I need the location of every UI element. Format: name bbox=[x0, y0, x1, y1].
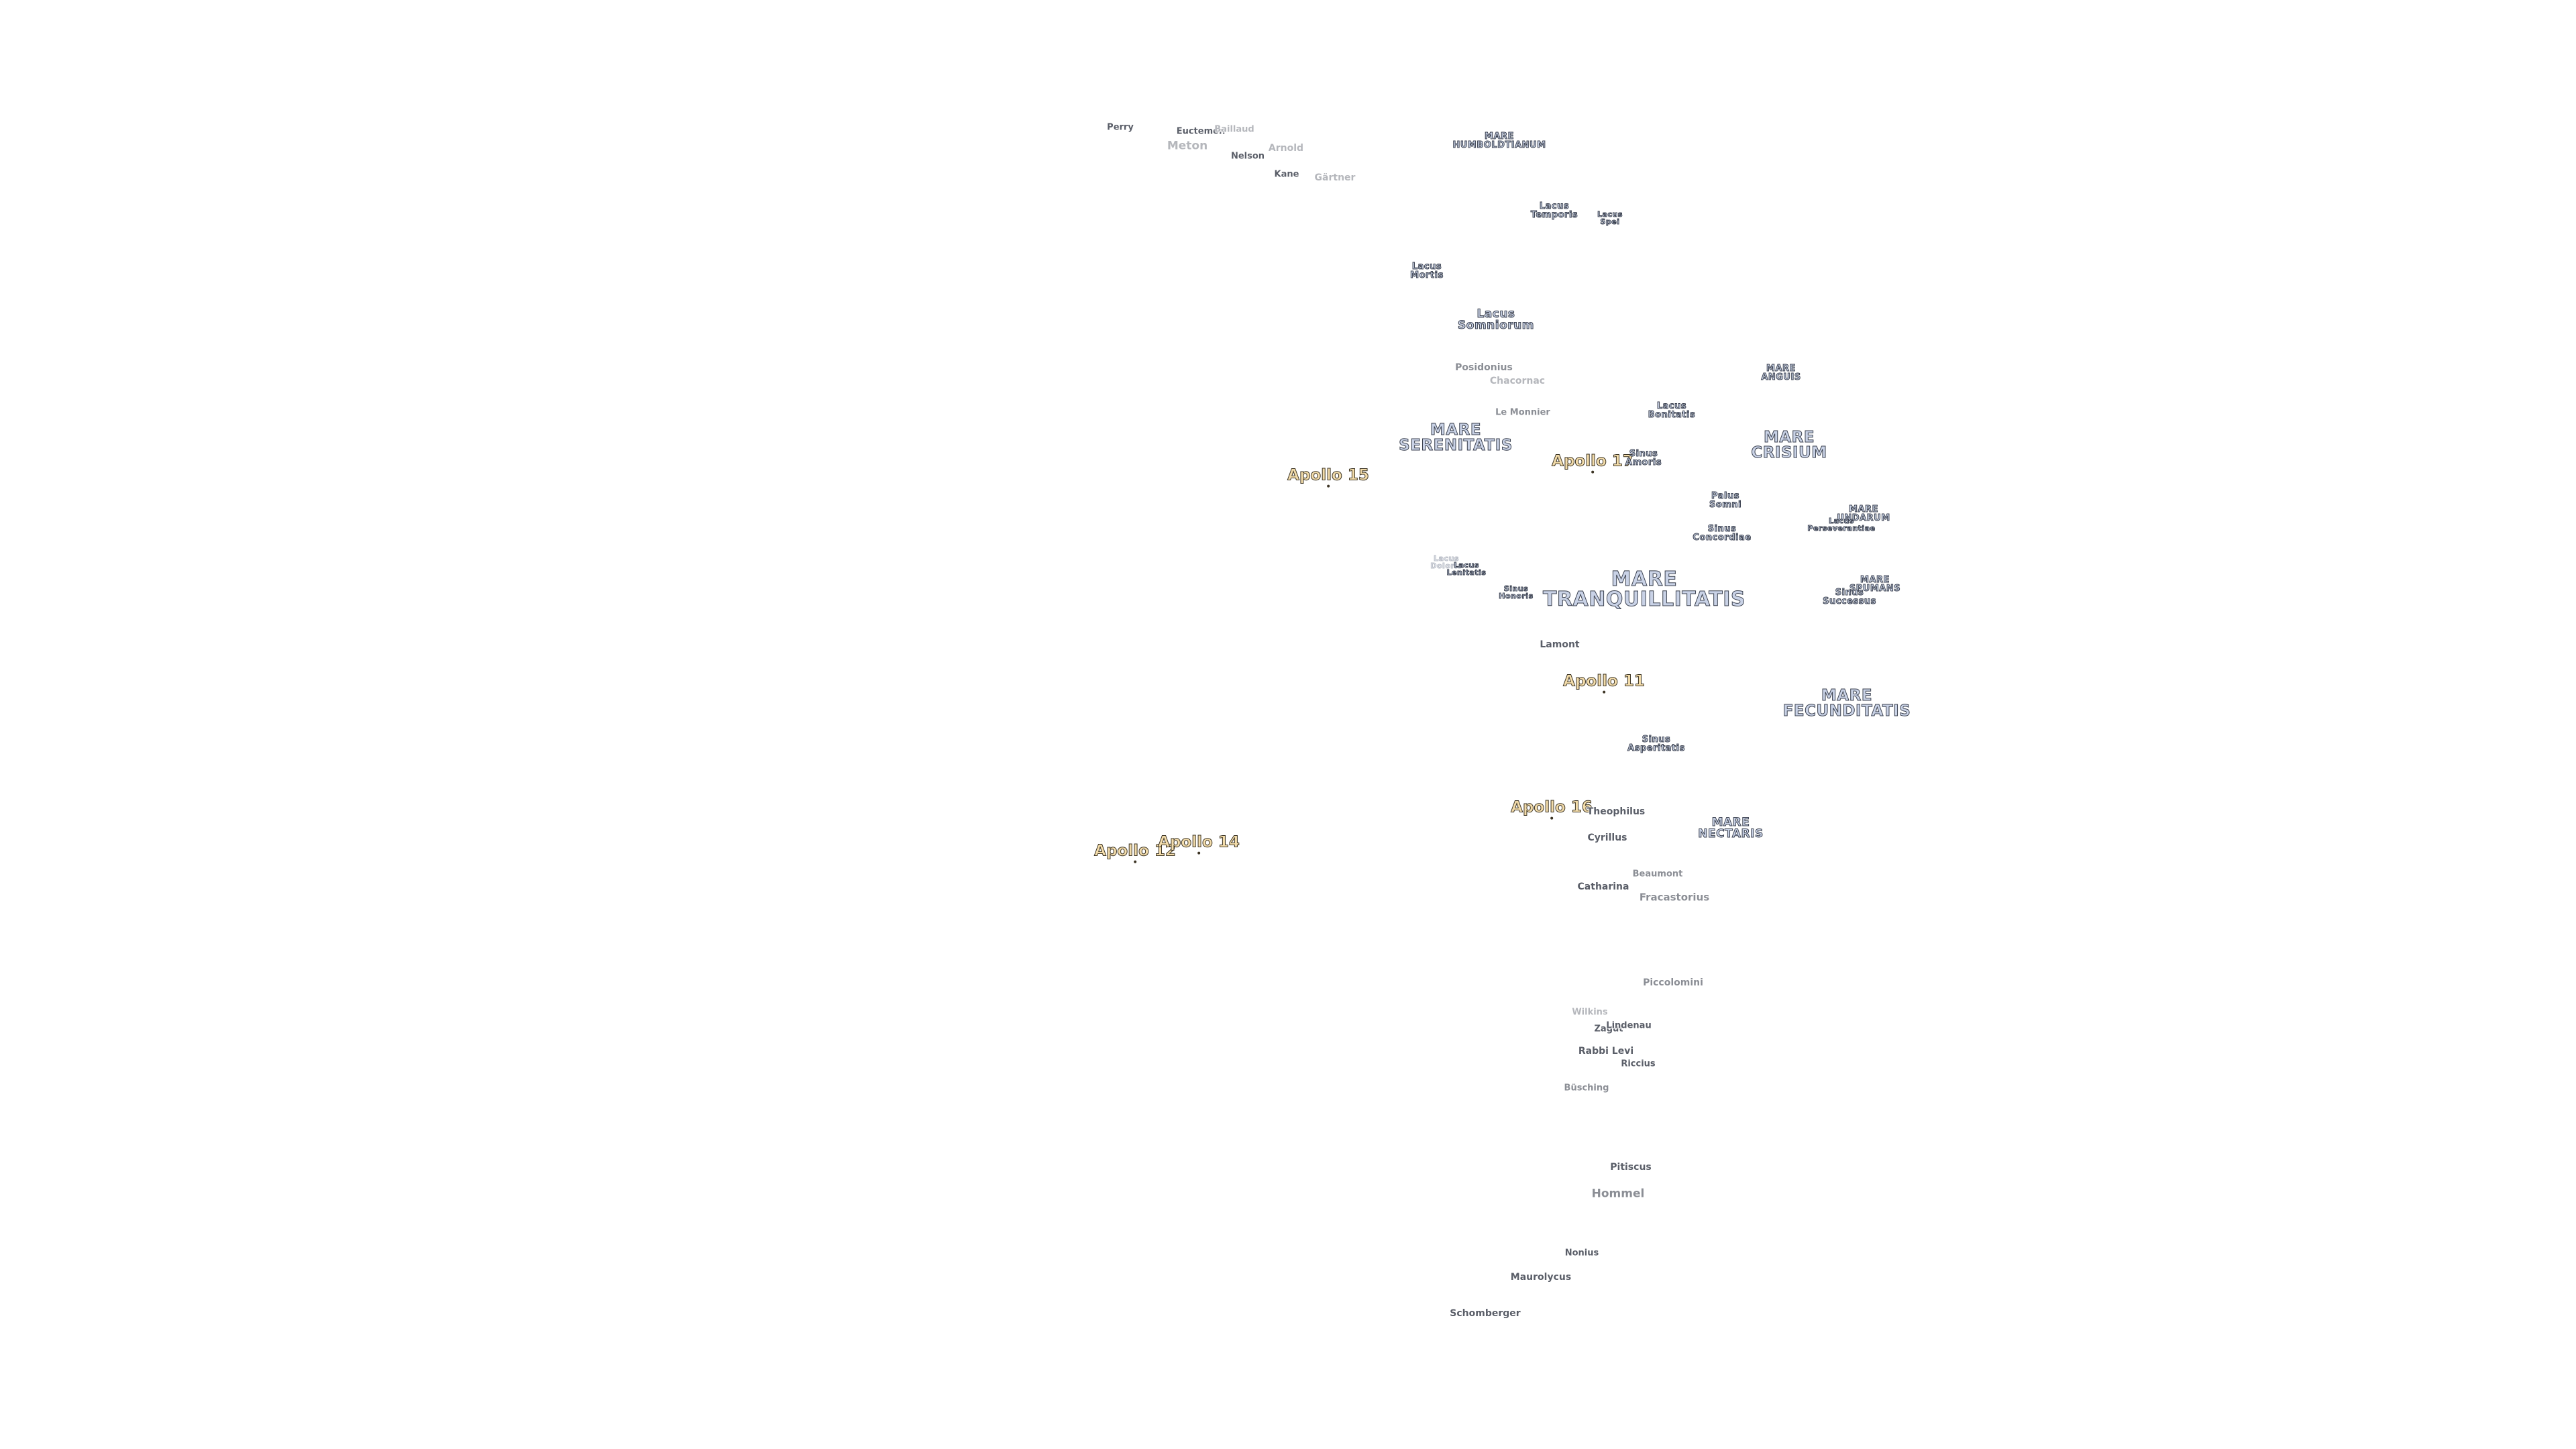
crater-label-zagut: Zagut bbox=[1594, 1024, 1623, 1034]
crater-label-posidonius: Posidonius bbox=[1455, 362, 1513, 373]
crater-label-maurolycus: Maurolycus bbox=[1510, 1272, 1572, 1283]
landing-site-marker-icon bbox=[1603, 690, 1605, 694]
mare-label-serenitatis: MARE SERENITATIS bbox=[1399, 421, 1513, 454]
crater-label-busching: Büsching bbox=[1564, 1083, 1609, 1093]
crater-label-hommel: Hommel bbox=[1591, 1187, 1645, 1201]
apollo-12-site[interactable]: Apollo 12 bbox=[1094, 843, 1176, 863]
apollo-16-site[interactable]: Apollo 16 bbox=[1511, 800, 1593, 820]
mare-label-tranquillitatis: MARE TRANQUILLITATIS bbox=[1542, 568, 1746, 611]
crater-label-kane: Kane bbox=[1274, 169, 1299, 180]
lacus-label-somniorum: Lacus Somniorum bbox=[1458, 307, 1534, 332]
crater-label-theophilus: Theophilus bbox=[1587, 806, 1646, 817]
crater-label-cyrillus: Cyrillus bbox=[1587, 833, 1627, 843]
mare-label-humboldtianum: MARE HUMBOLDTIANUM bbox=[1452, 131, 1546, 150]
apollo-17-site[interactable]: Apollo 17 bbox=[1552, 453, 1633, 474]
apollo-15-site[interactable]: Apollo 15 bbox=[1287, 468, 1369, 488]
mare-label-undarum: MARE UNDARUM bbox=[1837, 504, 1890, 523]
landing-site-marker-icon bbox=[1134, 860, 1136, 863]
lacus-label-temporis: Lacus Temporis bbox=[1530, 201, 1578, 220]
crater-label-baillaud: Baillaud bbox=[1214, 124, 1254, 135]
mare-label-fecunditatis: MARE FECUNDITATIS bbox=[1782, 687, 1911, 720]
crater-label-wilkins: Wilkins bbox=[1572, 1007, 1608, 1018]
crater-label-gartner: Gärtner bbox=[1314, 172, 1356, 183]
crater-label-nelson: Nelson bbox=[1230, 151, 1265, 162]
sinus-label-amoris: Sinus Amoris bbox=[1625, 449, 1662, 468]
mare-label-anguis: MARE ANGUIS bbox=[1761, 364, 1801, 382]
lacus-label-lenitatis: Lacus Lenitatis bbox=[1446, 561, 1487, 577]
mare-label-nectaris: MARE NECTARIS bbox=[1698, 816, 1764, 841]
crater-label-lindenau: Lindenau bbox=[1606, 1020, 1652, 1031]
crater-label-catharina: Catharina bbox=[1577, 881, 1629, 892]
crater-label-riccius: Riccius bbox=[1621, 1059, 1656, 1069]
lacus-label-doloris: Lacus Doloris bbox=[1430, 554, 1462, 570]
lacus-label-spei: Lacus Spei bbox=[1597, 210, 1623, 226]
crater-label-pitiscus: Pitiscus bbox=[1610, 1162, 1652, 1173]
crater-label-perry: Perry bbox=[1107, 122, 1134, 133]
landing-site-marker-icon bbox=[1591, 470, 1594, 474]
crater-label-schomberger: Schomberger bbox=[1450, 1308, 1521, 1319]
landing-site-marker-icon bbox=[1197, 851, 1200, 855]
lacus-label-perseverantiae: Lacus Perseverantiae bbox=[1807, 517, 1876, 533]
crater-label-chacornac: Chacornac bbox=[1489, 376, 1546, 386]
palus-label-somni: Palus Somni bbox=[1709, 491, 1742, 510]
sinus-label-honoris: Sinus Honoris bbox=[1499, 584, 1534, 600]
sinus-label-asperitatis: Sinus Asperitatis bbox=[1627, 735, 1685, 753]
crater-label-piccolomini: Piccolomini bbox=[1643, 977, 1703, 988]
crater-label-nonius: Nonius bbox=[1564, 1248, 1599, 1258]
crater-label-le-monnier: Le Monnier bbox=[1495, 407, 1550, 418]
crater-label-euctemon: Euctemon bbox=[1176, 126, 1226, 137]
landing-site-marker-icon bbox=[1550, 816, 1553, 820]
landing-site-marker-icon bbox=[1327, 484, 1330, 488]
crater-label-meton: Meton bbox=[1167, 139, 1208, 153]
mare-label-crisium: MARE CRISIUM bbox=[1751, 429, 1827, 462]
crater-label-lamont: Lamont bbox=[1540, 639, 1580, 650]
sinus-label-concordiae: Sinus Concordiae bbox=[1693, 524, 1752, 543]
mare-label-spumans: MARE SPUMANS bbox=[1849, 575, 1901, 594]
apollo-14-site[interactable]: Apollo 14 bbox=[1158, 835, 1240, 855]
lacus-label-bonitatis: Lacus Bonitatis bbox=[1648, 401, 1696, 420]
sinus-label-successus: Sinus Successus bbox=[1823, 588, 1876, 606]
lacus-label-mortis: Lacus Mortis bbox=[1410, 262, 1444, 280]
crater-label-fracastorius: Fracastorius bbox=[1639, 891, 1710, 904]
crater-label-beaumont: Beaumont bbox=[1632, 869, 1683, 879]
crater-label-arnold: Arnold bbox=[1268, 143, 1304, 154]
apollo-11-site[interactable]: Apollo 11 bbox=[1563, 674, 1645, 694]
crater-label-rabbi-levi: Rabbi Levi bbox=[1578, 1046, 1634, 1057]
